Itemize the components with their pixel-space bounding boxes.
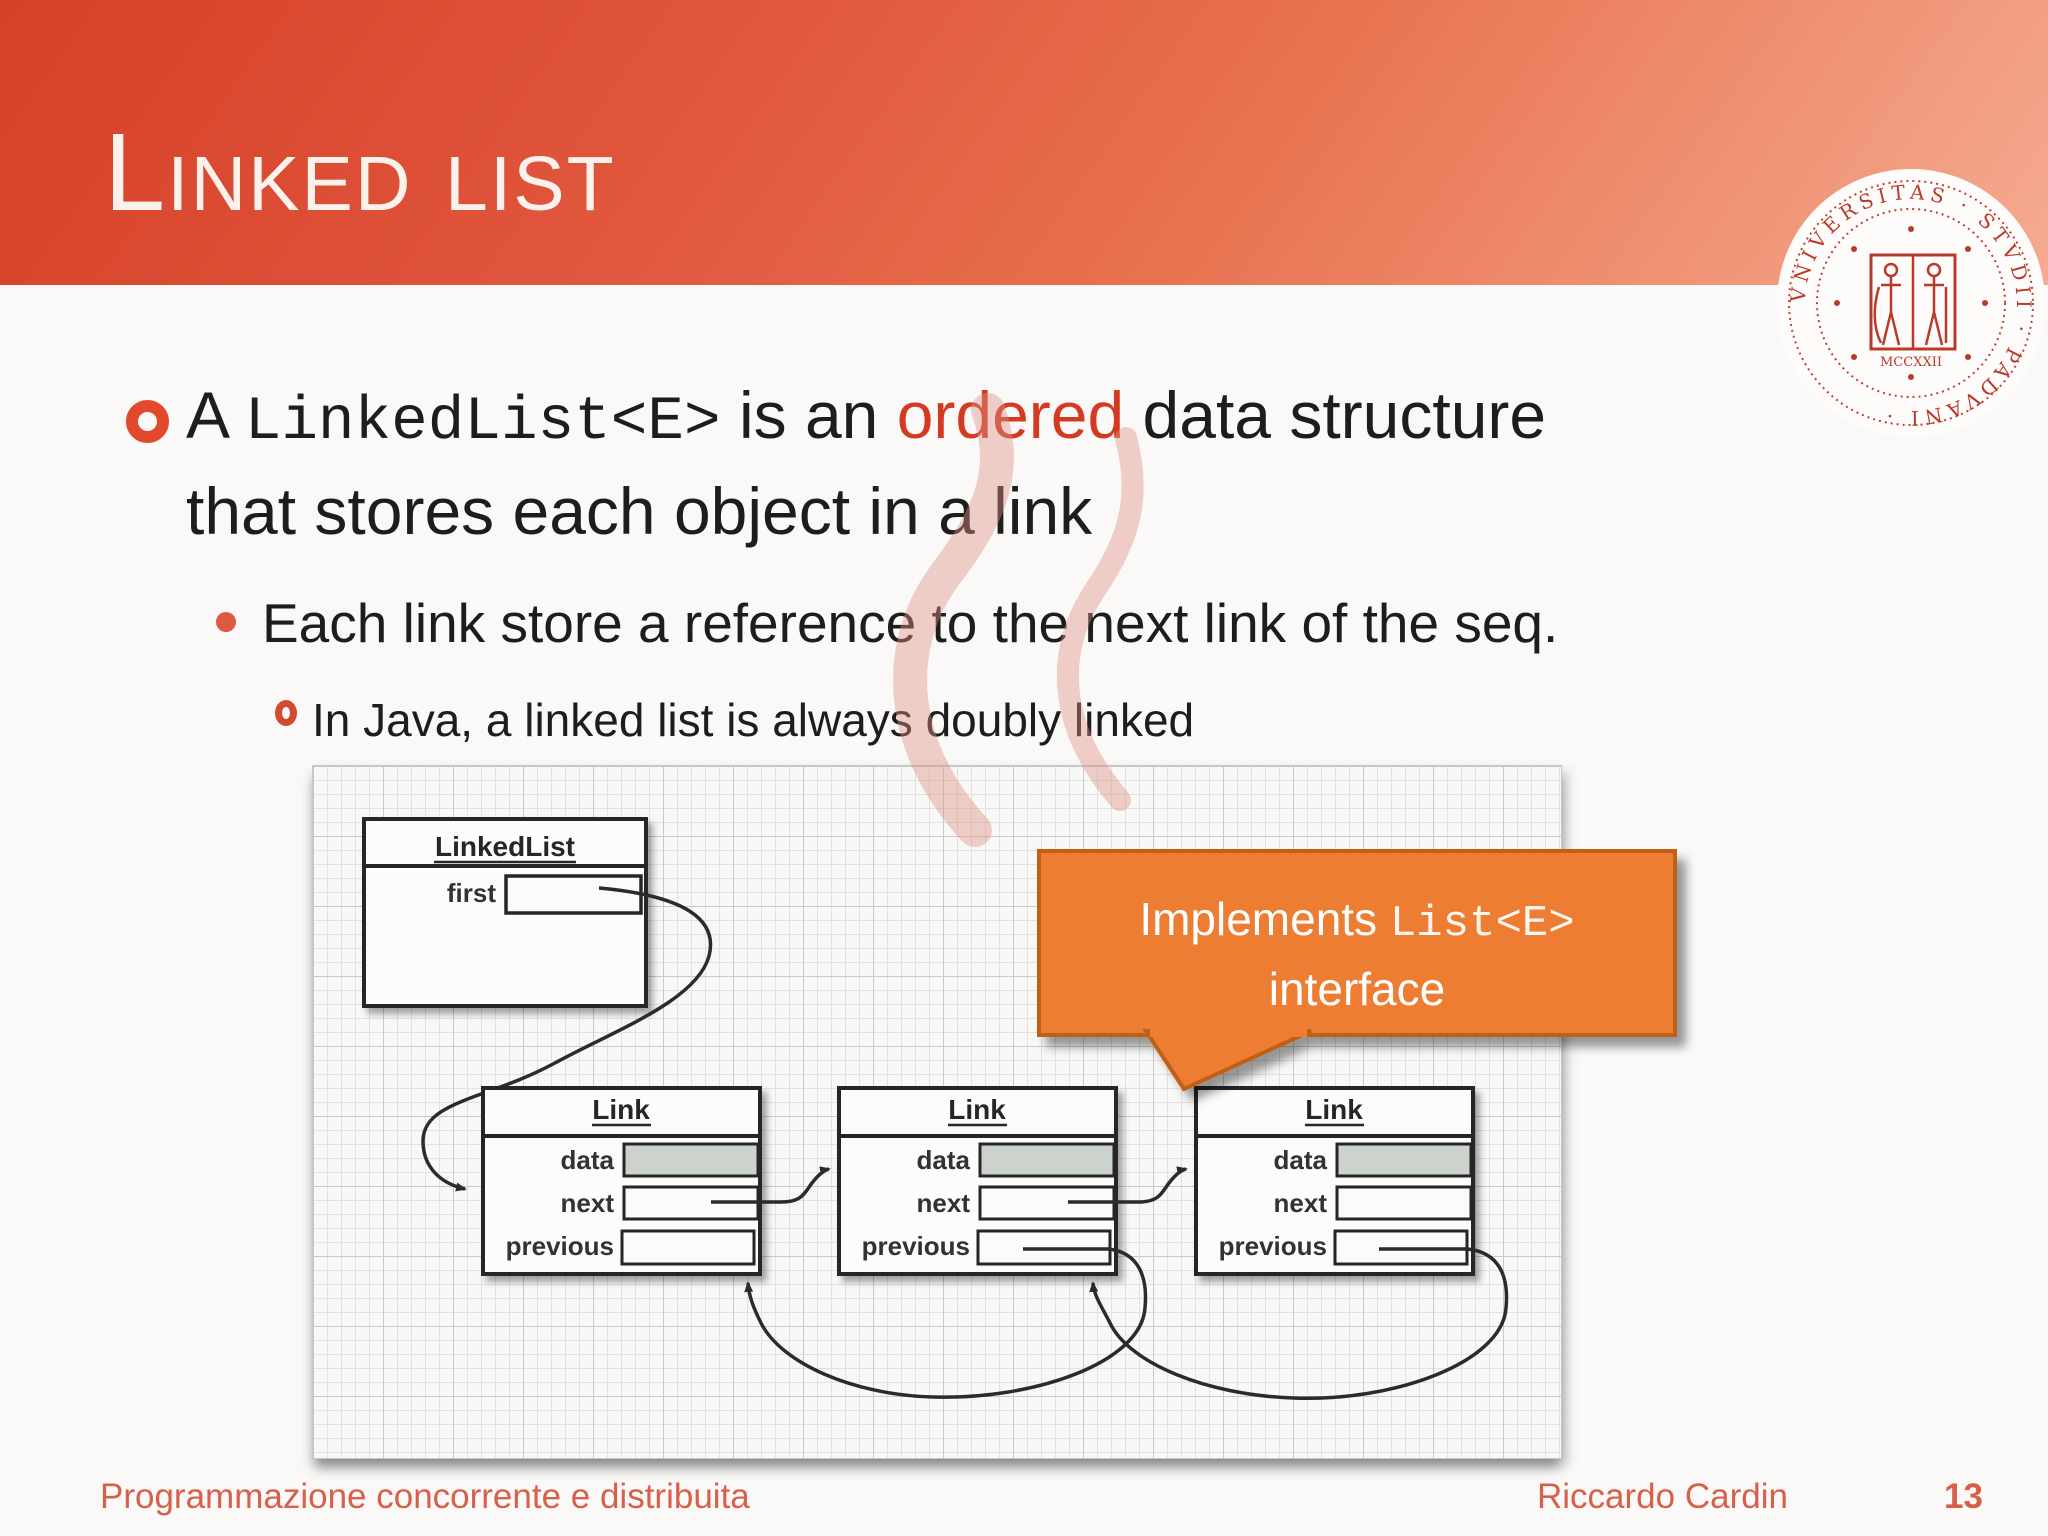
linkedlist-code-text: LinkedList<E>	[244, 388, 721, 457]
bullet-ring-level3-icon	[275, 700, 297, 726]
bullet2-text: Each link store a reference to the next …	[262, 592, 1559, 654]
header-band: Linked list	[0, 0, 2048, 285]
svg-text:data: data	[1274, 1145, 1328, 1175]
link-node-1: Link data next previous	[481, 1086, 762, 1276]
svg-text:Link: Link	[948, 1094, 1006, 1125]
callout-text-sans: Implements	[1139, 893, 1390, 945]
previous-pointer-2	[744, 1247, 1148, 1399]
bullet1-line2: that stores each object in a link	[186, 474, 1093, 548]
seal-year: MCCXXII	[1880, 355, 1942, 370]
svg-text:previous: previous	[506, 1231, 614, 1261]
next-pointer-1	[711, 1166, 831, 1204]
bullet-ring-level1-icon	[126, 400, 169, 443]
callout-text-code: List<E>	[1390, 899, 1575, 949]
svg-text:data: data	[917, 1145, 971, 1175]
svg-text:previous: previous	[862, 1231, 970, 1261]
footer-author: Riccardo Cardin	[1537, 1477, 1788, 1516]
svg-text:Implements List<E>: Implements List<E>	[1139, 893, 1574, 949]
svg-text:next: next	[1274, 1188, 1328, 1218]
previous-pointer-3	[1089, 1247, 1509, 1401]
page-number: 13	[1944, 1477, 1983, 1516]
bullet3-text: In Java, a linked list is always doubly …	[312, 694, 1195, 746]
linkedlist-title: LinkedList	[435, 831, 575, 862]
bullet1-line1: A LinkedList<E> is an ordered data struc…	[186, 378, 1547, 457]
svg-text:next: next	[917, 1188, 971, 1218]
callout-text-line2: interface	[1269, 963, 1445, 1015]
link-node-2: Link data next previous	[837, 1086, 1118, 1276]
ordered-emphasis: ordered	[896, 378, 1125, 452]
footer-course-name: Programmazione concorrente e distribuita	[100, 1477, 750, 1516]
seal-dots	[1834, 226, 1988, 380]
next-pointer-2	[1068, 1166, 1188, 1204]
svg-text:data: data	[561, 1145, 615, 1175]
university-seal-logo: VNIVERSITAS · STVDII · PADVANI · MCCXXII	[1777, 169, 2045, 437]
first-field-label: first	[447, 878, 496, 908]
bullet-dot-level2-icon	[216, 612, 236, 632]
svg-text:next: next	[561, 1188, 615, 1218]
svg-text:Link: Link	[1305, 1094, 1363, 1125]
diagram-canvas: LinkedList first Link data next previous…	[362, 817, 1509, 1401]
svg-text:Link: Link	[592, 1094, 650, 1125]
seal-center-emblem	[1869, 253, 1957, 351]
implements-list-callout: Implements List<E> interface	[1037, 849, 1677, 1092]
svg-text:previous: previous	[1219, 1231, 1327, 1261]
linkedlist-box: LinkedList first	[362, 817, 648, 1008]
first-pointer-arrow	[421, 886, 713, 1192]
java-steam-watermark-icon	[893, 393, 1144, 847]
page-title: Linked list	[104, 111, 616, 234]
